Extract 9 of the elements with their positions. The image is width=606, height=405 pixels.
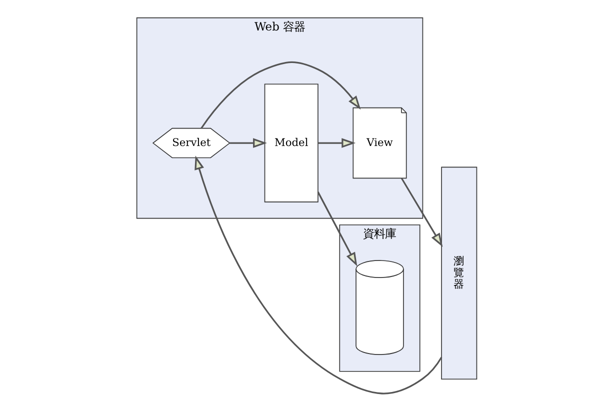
arrow — [200, 61, 360, 129]
node-box: Model — [264, 84, 318, 202]
arrow — [316, 192, 357, 266]
cluster: 資料庫 — [338, 224, 420, 372]
arrow — [400, 178, 442, 248]
arrow — [317, 138, 356, 148]
arrow — [229, 138, 266, 148]
arrow — [194, 156, 442, 394]
node-box: 瀏覽器 — [440, 166, 477, 380]
